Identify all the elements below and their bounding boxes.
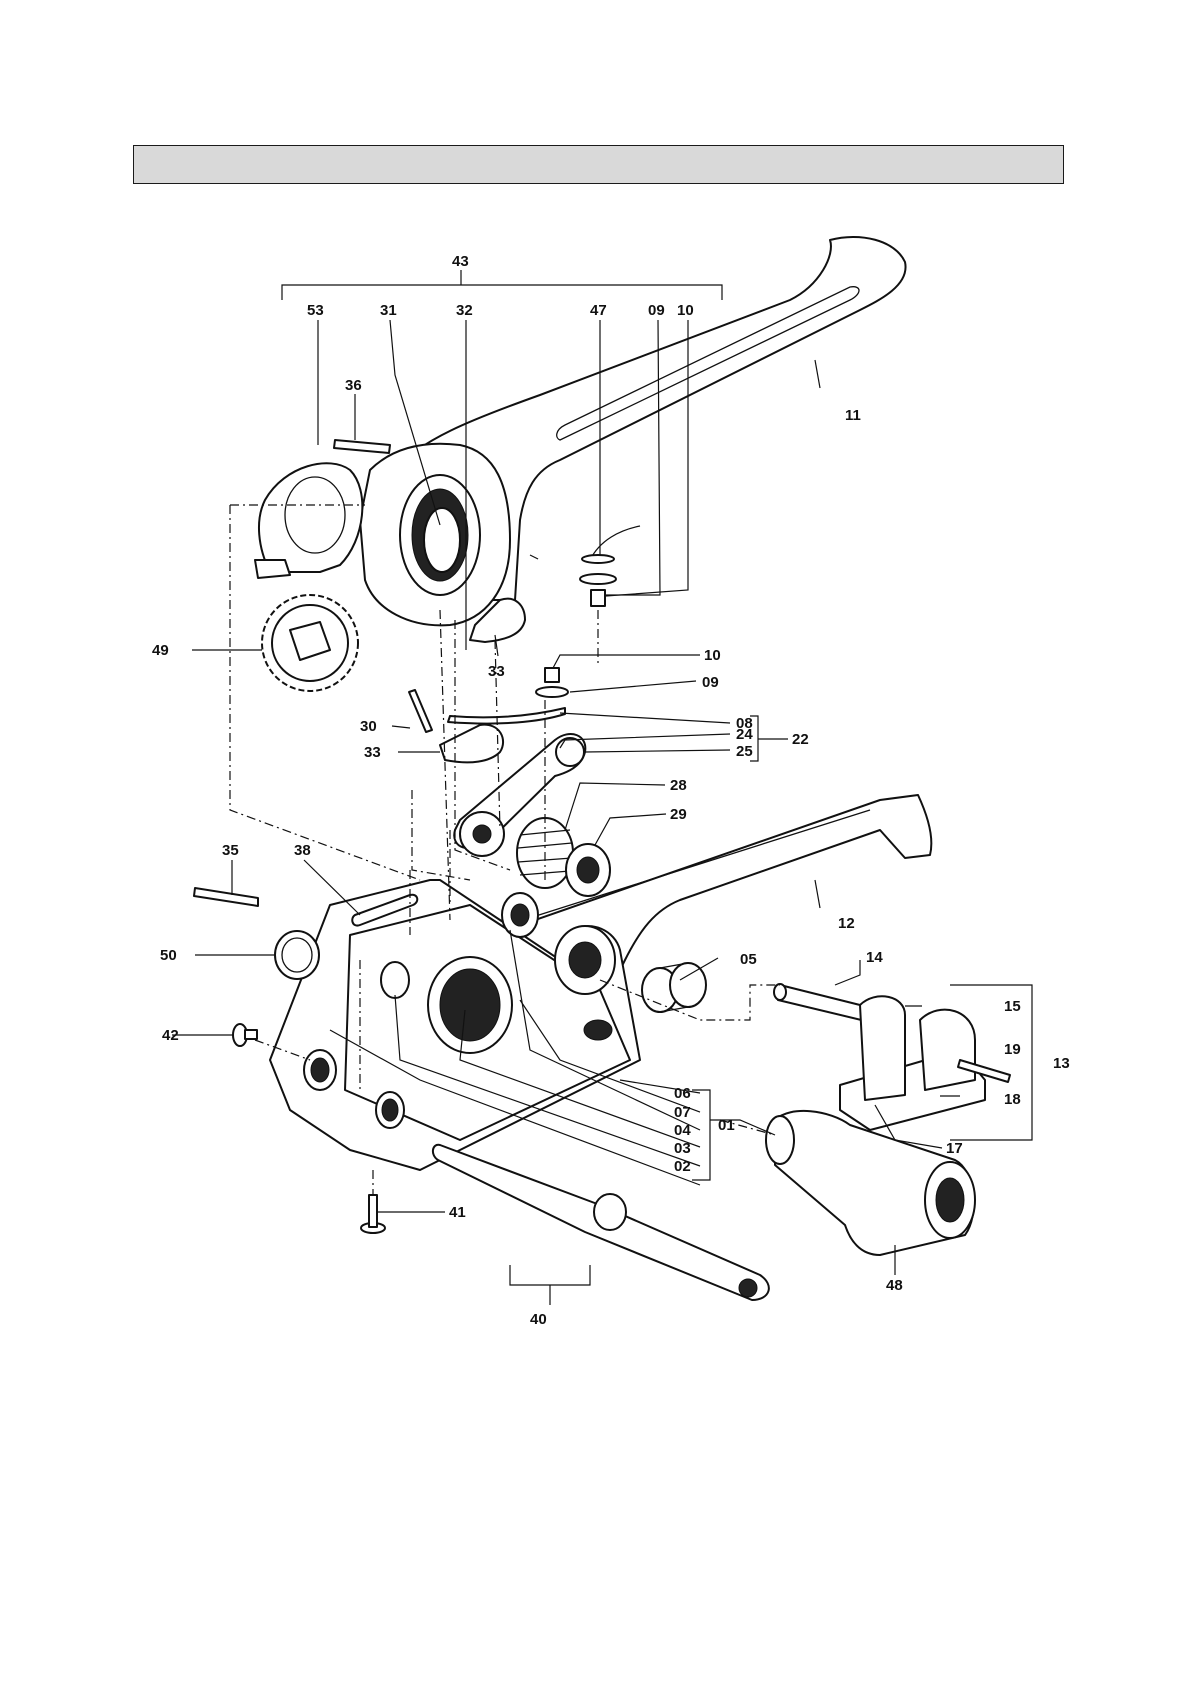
label-40: 40 <box>530 1311 547 1328</box>
label-13: 13 <box>1053 1055 1070 1072</box>
label-50: 50 <box>160 947 177 964</box>
label-38: 38 <box>294 842 311 859</box>
label-53: 53 <box>307 302 324 319</box>
label-25: 25 <box>736 743 753 760</box>
pawl-33-lower <box>440 725 503 763</box>
label-36: 36 <box>345 377 362 394</box>
spring-roller-28-29 <box>517 818 610 896</box>
label-15: 15 <box>1004 998 1021 1015</box>
label-01: 01 <box>718 1117 735 1134</box>
label-02: 02 <box>674 1158 691 1175</box>
handle-40 <box>433 1145 769 1300</box>
label-42: 42 <box>162 1027 179 1044</box>
label-17: 17 <box>946 1140 963 1157</box>
label-06: 06 <box>674 1085 691 1102</box>
label-03: 03 <box>674 1140 691 1157</box>
label-11: 11 <box>845 407 861 424</box>
label-14: 14 <box>866 949 883 966</box>
label-10-top: 10 <box>677 302 694 319</box>
pin-36 <box>334 440 390 453</box>
label-09-mid: 09 <box>702 674 719 691</box>
label-24: 24 <box>736 726 753 743</box>
label-32: 32 <box>456 302 473 319</box>
label-43: 43 <box>452 253 469 270</box>
label-09-top: 09 <box>648 302 665 319</box>
label-07: 07 <box>674 1104 691 1121</box>
screw-washer-upper <box>580 555 616 606</box>
label-48: 48 <box>886 1277 903 1294</box>
bore-housing-31-32 <box>360 444 510 626</box>
label-35: 35 <box>222 842 239 859</box>
label-28: 28 <box>670 777 687 794</box>
screw-41 <box>361 1195 385 1233</box>
label-29: 29 <box>670 806 687 823</box>
label-10-mid: 10 <box>704 647 721 664</box>
label-41: 41 <box>449 1204 466 1221</box>
label-33-top: 33 <box>488 663 505 680</box>
screw-washer-middle <box>448 668 568 724</box>
label-22: 22 <box>792 731 809 748</box>
cam-ring-53 <box>255 463 362 578</box>
collet-48 <box>766 1111 975 1255</box>
pin-30 <box>409 690 432 732</box>
shaft-assembly-13 <box>774 984 1010 1130</box>
label-47: 47 <box>590 302 607 319</box>
label-18: 18 <box>1004 1091 1021 1108</box>
pin-35 <box>194 888 258 906</box>
label-04: 04 <box>674 1122 691 1139</box>
label-30: 30 <box>360 718 377 735</box>
screw-42 <box>233 1024 257 1046</box>
label-33-mid: 33 <box>364 744 381 761</box>
label-19: 19 <box>1004 1041 1021 1058</box>
label-49: 49 <box>152 642 169 659</box>
label-12: 12 <box>838 915 855 932</box>
label-31: 31 <box>380 302 397 319</box>
label-05: 05 <box>740 951 757 968</box>
ratchet-gear-49 <box>262 595 358 691</box>
